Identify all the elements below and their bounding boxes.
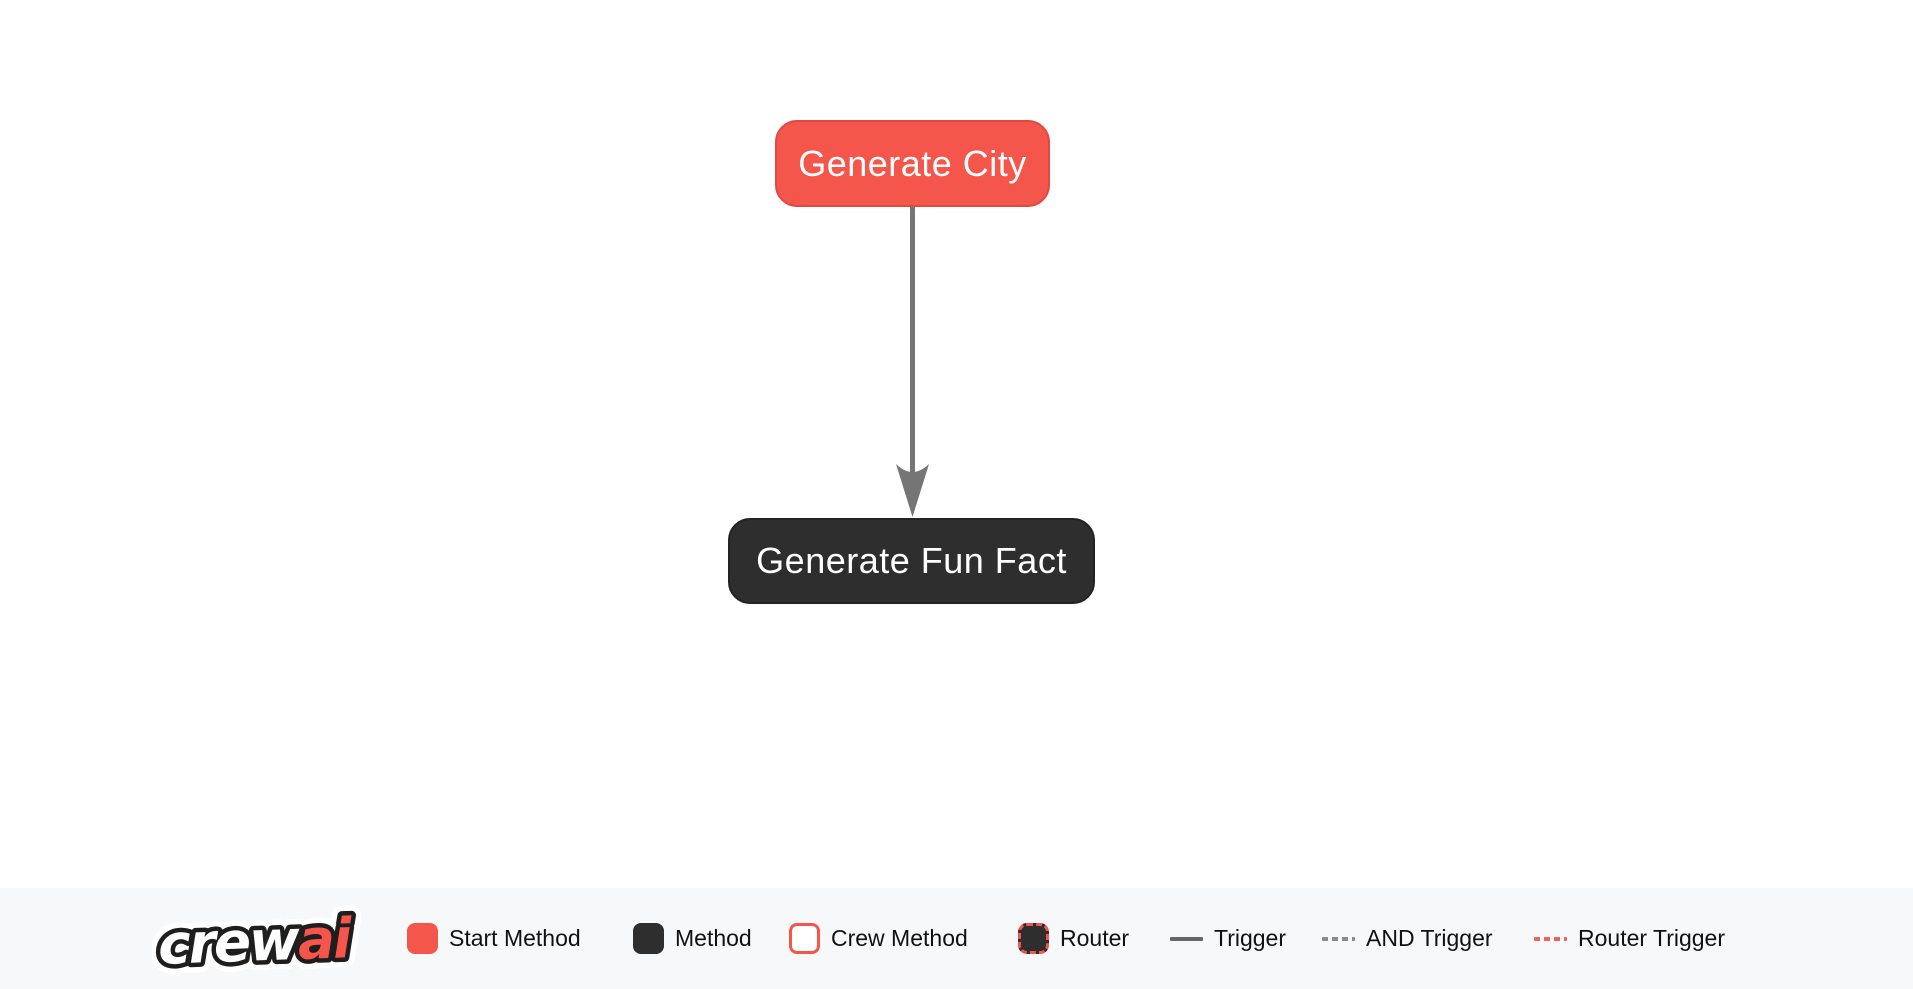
node-generate-city[interactable]: Generate City (775, 120, 1050, 207)
and-trigger-line-icon (1322, 936, 1355, 941)
crewai-logo-crew: crew (157, 908, 301, 977)
crewai-logo: crewai crewai (152, 902, 364, 982)
crewai-logo-ai: ai (297, 906, 354, 972)
crewai-logo-halo: crewai (157, 906, 354, 977)
trigger-edge-arrowhead (896, 464, 929, 517)
trigger-line-icon (1170, 936, 1203, 941)
legend-label: Router Trigger (1578, 925, 1726, 951)
legend-item-router: Router (1018, 888, 1129, 989)
router-swatch-icon (1018, 923, 1049, 954)
legend-item-crew-method: Crew Method (789, 888, 968, 989)
legend-item-and-trigger: AND Trigger (1322, 888, 1493, 989)
crewai-logo-text: crewai (157, 906, 354, 977)
method-swatch-icon (633, 923, 664, 954)
node-generate-fun-fact[interactable]: Generate Fun Fact (728, 518, 1095, 604)
legend-label: Method (675, 925, 752, 951)
legend-item-method: Method (633, 888, 752, 989)
legend-item-router-trigger: Router Trigger (1534, 888, 1725, 989)
router-trigger-line-icon (1534, 936, 1567, 941)
crew-method-swatch-icon (789, 923, 820, 954)
legend-label: Router (1060, 925, 1130, 951)
start-method-swatch-icon (407, 923, 438, 954)
legend-footer (0, 888, 1913, 989)
legend-label: Start Method (449, 925, 581, 951)
flow-canvas[interactable]: Generate City Generate Fun Fact (0, 0, 1913, 888)
legend-item-start-method: Start Method (407, 888, 581, 989)
node-generate-fun-fact-label: Generate Fun Fact (756, 540, 1067, 581)
legend-label: Crew Method (831, 925, 968, 951)
legend-label: Trigger (1214, 925, 1286, 951)
legend-item-trigger: Trigger (1170, 888, 1286, 989)
legend-label: AND Trigger (1366, 925, 1493, 951)
node-generate-city-label: Generate City (798, 142, 1027, 184)
